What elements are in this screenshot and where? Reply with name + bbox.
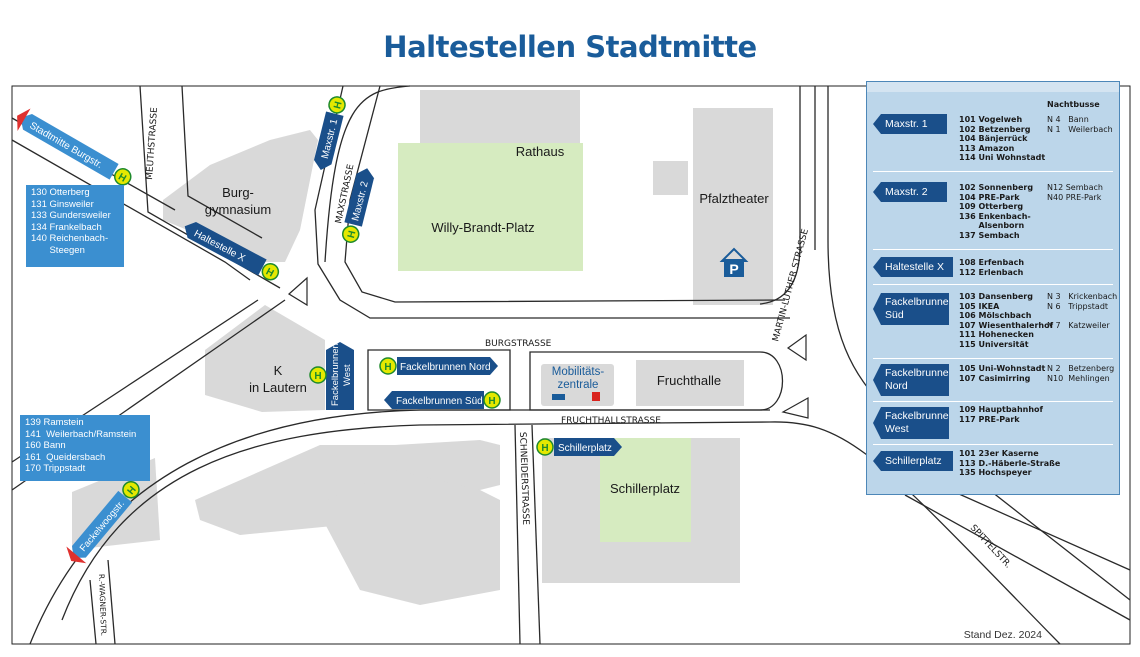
legend-stop-fackelbrunnen-west: Fackelbrunnen West — [873, 407, 949, 439]
building-fruchthalle — [636, 360, 744, 406]
street-schneiderstrasse: SCHNEIDERSTRASSE — [517, 432, 530, 526]
legend-night-maxstr-2: N12 Sembach N40 PRE-Park — [1047, 183, 1103, 202]
parking-icon: P — [719, 247, 749, 277]
info-box-burgstr-lines: 130 Otterberg 131 Ginsweiler 133 Gunders… — [26, 185, 124, 267]
stop-fackelbrunnen-west[interactable]: Fackelbrunnen West — [326, 342, 354, 410]
svg-text:P: P — [729, 261, 738, 277]
legend-stop-fackelbrunnen-nord: Fackelbrunnen Nord — [873, 364, 949, 396]
svg-text:H: H — [346, 230, 358, 240]
bus-stop-icon — [114, 168, 132, 186]
bus-stop-icon — [483, 391, 501, 409]
svg-text:H: H — [541, 443, 548, 454]
vrn-logo — [552, 394, 565, 400]
legend-stop-fackelbrunnen-sued: Fackelbrunnen Süd — [873, 293, 949, 325]
park-schillerplatz — [600, 438, 691, 542]
svg-text:Fackelbrunnen: Fackelbrunnen — [330, 343, 341, 406]
legend-lines-fackelbrunnen-west: 109 Hauptbahnhof 117 PRE-Park — [959, 405, 1044, 424]
legend-stop-label-1: Fackelbrunnen — [885, 410, 955, 422]
svg-text:H: H — [314, 371, 321, 382]
legend-stop-label-2: West — [885, 423, 909, 435]
direction-arrow-red — [17, 108, 31, 132]
page-title: Haltestellen Stadtmitte — [383, 30, 757, 64]
traffic-island — [287, 276, 308, 307]
label-k-1: K — [274, 363, 283, 378]
svg-text:H: H — [384, 362, 391, 373]
street-burgstrasse: BURGSTRASSE — [485, 339, 552, 349]
stop-fackelbrunnen-sued[interactable]: Fackelbrunnen Süd H — [384, 391, 501, 409]
legend-stop-schillerplatz: Schillerplatz — [873, 451, 953, 471]
svg-text:Fackelbrunnen Süd: Fackelbrunnen Süd — [396, 396, 483, 407]
street-r-wagner-str: R.-WAGNER-STR. — [97, 574, 108, 636]
label-burggymnasium-2: gymnasium — [205, 202, 271, 217]
label-mobilitaetszentrale-1: Mobilitäts- — [552, 366, 605, 378]
bus-stop-icon — [536, 438, 554, 456]
svg-text:H: H — [264, 266, 276, 279]
legend-stop-label-1: Fackelbrunnen — [885, 367, 955, 379]
park-willy-brandt-platz — [398, 143, 583, 271]
legend-stop-label-2: Nord — [885, 380, 908, 392]
legend-night-maxstr-1: N 4 Bann N 1 Weilerbach — [1047, 115, 1113, 134]
label-willy-brandt-platz: Willy-Brandt-Platz — [431, 220, 534, 235]
legend-stop-label-1: Fackelbrunnen — [885, 296, 955, 308]
street-fruchthallstrasse: FRUCHTHALLSTRASSE — [561, 416, 661, 426]
legend-night-fackelbrunnen-nord: N 2 Betzenberg N10 Mehlingen — [1047, 364, 1115, 383]
label-mobilitaetszentrale-2: zentrale — [558, 379, 599, 391]
footer-date: Stand Dez. 2024 — [964, 629, 1042, 641]
label-schillerplatz: Schillerplatz — [610, 481, 680, 496]
db-logo — [592, 392, 600, 401]
svg-text:West: West — [342, 364, 353, 386]
svg-text:Fackelbrunnen Nord: Fackelbrunnen Nord — [400, 362, 491, 373]
legend-lines-maxstr-1: 101 Vogelweh 102 Betzenberg 104 Bänjerrü… — [959, 115, 1046, 163]
stop-fackelbrunnen-nord[interactable]: H Fackelbrunnen Nord — [379, 357, 498, 375]
legend-stop-haltestelle-x: Haltestelle X — [873, 257, 953, 277]
legend-lines-haltestelle-x: 108 Erfenbach 112 Erlenbach — [959, 258, 1025, 277]
label-pfalztheater: Pfalztheater — [699, 191, 769, 206]
svg-text:H: H — [488, 396, 495, 407]
bus-stop-icon: H — [309, 366, 327, 384]
bus-stop-icon — [341, 225, 360, 243]
bus-stop-icon — [261, 262, 280, 281]
svg-text:H: H — [332, 100, 344, 110]
label-k-2: in Lautern — [249, 380, 307, 395]
label-rathaus: Rathaus — [516, 144, 565, 159]
legend-stop-maxstr-2: Maxstr. 2 — [873, 182, 947, 202]
bus-stop-icon — [379, 357, 397, 375]
bus-stop-icon — [328, 96, 346, 114]
legend-night-fackelbrunnen-sued: N 3 Krickenbach N 6 Trippstadt N 7 Katzw… — [1047, 292, 1118, 330]
legend-lines-fackelbrunnen-nord: 105 Uni-Wohnstadt 107 Casimirring — [959, 364, 1046, 383]
legend-night-header: Nachtbusse — [1047, 100, 1100, 109]
legend-stop-label-2: Süd — [885, 309, 904, 321]
svg-text:Schillerplatz: Schillerplatz — [558, 443, 612, 454]
stop-schillerplatz[interactable]: H Schillerplatz — [536, 438, 622, 456]
label-fruchthalle: Fruchthalle — [657, 373, 721, 388]
building-k-in-lautern — [205, 305, 325, 412]
building-rathaus — [420, 90, 580, 150]
svg-text:H: H — [116, 172, 128, 185]
legend-stop-maxstr-1: Maxstr. 1 — [873, 114, 947, 134]
label-burggymnasium-1: Burg- — [222, 185, 254, 200]
legend-lines-maxstr-2: 102 Sonnenberg 104 PRE-Park 109 Otterber… — [959, 183, 1034, 240]
bus-stop-icon — [122, 480, 140, 499]
traffic-island — [781, 396, 809, 419]
legend-lines-schillerplatz: 101 23er Kaserne 113 D.-Häberle-Straße 1… — [959, 449, 1061, 478]
info-box-fackelwoog-lines: 139 Ramstein 141 Weilerbach/Ramstein 160… — [20, 415, 150, 481]
legend-panel: Nachtbusse Maxstr. 1 101 Vogelweh 102 Be… — [866, 81, 1120, 495]
legend-lines-fackelbrunnen-sued: 103 Dansenberg 105 IKEA 106 Mölschbach 1… — [959, 292, 1054, 349]
traffic-island — [786, 333, 807, 362]
